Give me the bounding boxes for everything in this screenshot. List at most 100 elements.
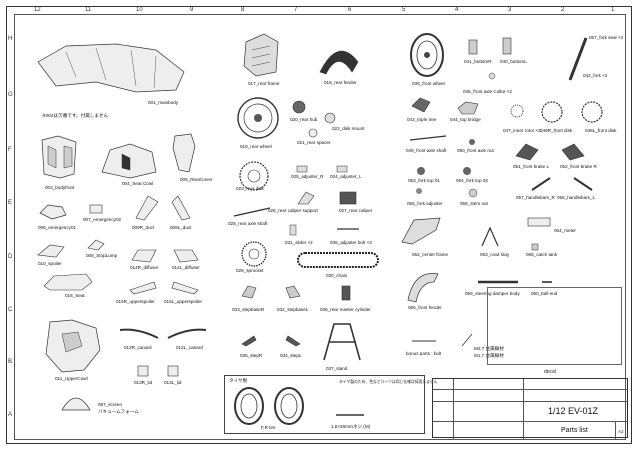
label-044: 044_top bridge [450,117,481,122]
label-040: 040_bottomL [500,59,527,64]
frontaxlenut-drawing [469,139,475,145]
label-026: 026_rear caliper support [268,208,318,213]
frontdisk-r-drawing [541,101,563,123]
frontfender-drawing [407,273,439,303]
lid-r-drawing [137,365,149,377]
grid-col-12: 12 [34,7,41,13]
forktop01-drawing [417,167,425,175]
metalwire-drawing [461,333,473,347]
innerrotor-drawing [510,104,524,118]
label-018: 018_rear fender [324,80,357,85]
grid-col-9: 9 [190,7,194,13]
label-009r: 009R_duct [132,225,155,230]
outer-frame [6,6,632,444]
label-013r: 013R_lid [134,380,153,385]
sheet-size: A2 [618,429,624,434]
label-059: 059_steering damper body [465,291,520,296]
label-017: 017_rear frame [248,81,280,86]
label-007: 007_emergency02 [83,217,122,222]
screen-drawing [61,397,91,411]
title-block: 1/12 EV-01Z Parts list A2 [432,378,628,439]
bolt-drawing [336,414,364,416]
lid-l-drawing [167,365,179,377]
duct-l-drawing [171,195,191,221]
inner-frame [14,14,626,440]
label-014r: 014R_diffuser [130,265,159,270]
label-030: 030_chain [326,273,348,278]
tire-box-title: タイヤ製 [229,378,248,383]
label-054: 054_fork top 02 [456,178,488,183]
grid-col-3: 3 [508,7,512,13]
label-060: 060_ball end [531,291,558,296]
rearspacer-drawing [308,128,318,138]
label-027: 027_rear caliper [339,208,373,213]
label-023: 023_rear disk [236,186,264,191]
stemnut-drawing [468,188,478,198]
bottom-l-drawing [502,37,512,55]
tire-box: タイヤ製 タイヤ製のため、色などパーツは同じ仕様は採用しません F,R tire… [224,375,437,434]
rearcover-drawing [172,133,196,173]
label-004: 004_Seat Cowl [122,181,154,186]
label-decal: decal [544,369,556,375]
seat-drawing [43,273,93,291]
rearframe-drawing [243,33,279,77]
step-r-drawing [241,335,257,347]
label-010: 010_spoiler [38,261,62,266]
duct-r-drawing [135,195,159,221]
label-024: 024_adjuster_L [330,174,362,179]
sheet-title: Parts list [561,427,588,434]
label-025: 025_adjuster_R [291,174,324,179]
label-065: 065_catch tank [526,252,558,257]
tire-label: F,R tire [261,425,276,430]
label-019: 019_rear wheel [240,144,272,149]
label-008: 008_StopLump [86,253,118,258]
canard-l-drawing [167,328,207,339]
model-name: 1/12 EV-01Z [548,406,599,416]
grid-col-2: 2 [561,7,565,13]
tripletree-drawing [411,97,431,113]
stepbase-r-drawing [241,285,257,299]
topbridge-drawing [457,101,479,115]
decal-area [487,287,622,365]
label-032: 032_stepbaseL [277,307,309,312]
tire-box-note: タイヤ製のため、色などパーツは同じ仕様は採用しません [339,380,438,384]
label-m17: M1.7 金属線材 [474,353,504,358]
label-036: 036_rear master cylinder [320,307,371,312]
rearfender-drawing [319,50,359,75]
label-063: 063_cowl stay [480,252,510,257]
label-052: 052_front brake R [560,164,597,169]
spoiler-drawing [37,244,65,258]
stand-drawing [323,323,361,361]
label-064: 064_meter [554,228,576,233]
rearaxle-drawing [233,207,271,217]
label-042: 042_fork ×2 [583,73,608,78]
frontdisk-l-drawing [581,101,603,123]
stoplump-drawing [87,239,105,251]
catchtank-drawing [531,243,539,251]
sprocket-drawing [241,241,267,267]
grid-col-1: 1 [611,7,615,13]
label-041: 041_bottomR [464,59,492,64]
label-011: 011_UpperCowl [55,376,88,381]
grid-col-8: 8 [241,7,245,13]
frontwheel-drawing [410,33,444,77]
label-045: 045_front axle Collar ×2 [463,89,512,94]
label-012l: 012L_canard [176,345,203,350]
adjuster-r-drawing [296,165,308,173]
label-m27: M2.7 金属線材 [474,346,504,351]
label-048r: 048R_front disk [540,128,573,133]
tires-drawing [234,387,304,425]
frontbrake-r-drawing [561,143,585,161]
rearcalipersupport-drawing [297,191,315,205]
chain-drawing [297,252,379,268]
label-035: 035_stepR [240,353,263,358]
emergency01-drawing [39,204,67,220]
grid-row-d: D [8,254,13,260]
grid-col-10: 10 [136,7,143,13]
label-038: 038_adjuster bolt ×2 [330,240,372,245]
label-005: 005_RearCover [180,177,213,182]
rearcaliper-drawing [339,191,357,205]
cowlstay-drawing [481,226,499,247]
rearmaster-drawing [341,285,351,301]
label-053: 053_fork top 01 [408,178,440,183]
